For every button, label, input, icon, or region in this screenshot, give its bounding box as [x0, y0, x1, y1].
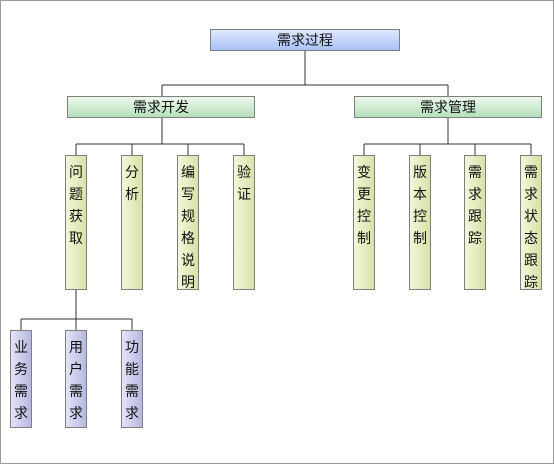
node-label: 变 更 控 制	[357, 165, 371, 247]
leaf-node-acquisition: 问 题 获 取	[65, 155, 87, 290]
leaf-node-analysis: 分 析	[121, 155, 143, 290]
leaf-node-validation: 验 证	[233, 155, 255, 290]
node-label: 功 能 需 求	[125, 340, 139, 422]
leaf-node-specification: 编 写 规 格 说 明	[177, 155, 199, 291]
node-label: 需 求 状 态 跟 踪	[524, 165, 538, 291]
sub-leaf-user-req: 用 户 需 求	[65, 330, 87, 428]
node-label: 编 写 规 格 说 明	[181, 165, 195, 291]
node-label: 版 本 控 制	[413, 165, 427, 247]
node-label: 需 求 跟 踪	[468, 165, 482, 247]
root-node: 需求过程	[210, 29, 400, 51]
node-label: 问 题 获 取	[69, 165, 83, 247]
branch-node-dev: 需求开发	[67, 96, 255, 118]
node-label: 验 证	[237, 165, 251, 203]
leaf-node-version-control: 版 本 控 制	[409, 155, 431, 290]
leaf-node-status-tracking: 需 求 状 态 跟 踪	[520, 155, 542, 291]
node-label: 业 务 需 求	[14, 340, 28, 422]
node-label: 用 户 需 求	[69, 340, 83, 422]
node-label: 分 析	[125, 165, 139, 203]
sub-leaf-functional-req: 功 能 需 求	[121, 330, 143, 428]
branch-label-mgmt: 需求管理	[420, 100, 476, 116]
sub-leaf-business-req: 业 务 需 求	[10, 330, 32, 428]
leaf-node-requirement-tracking: 需 求 跟 踪	[464, 155, 486, 290]
root-label: 需求过程	[277, 33, 333, 49]
branch-node-mgmt: 需求管理	[354, 96, 542, 118]
branch-label-dev: 需求开发	[133, 100, 189, 116]
leaf-node-change-control: 变 更 控 制	[353, 155, 375, 290]
